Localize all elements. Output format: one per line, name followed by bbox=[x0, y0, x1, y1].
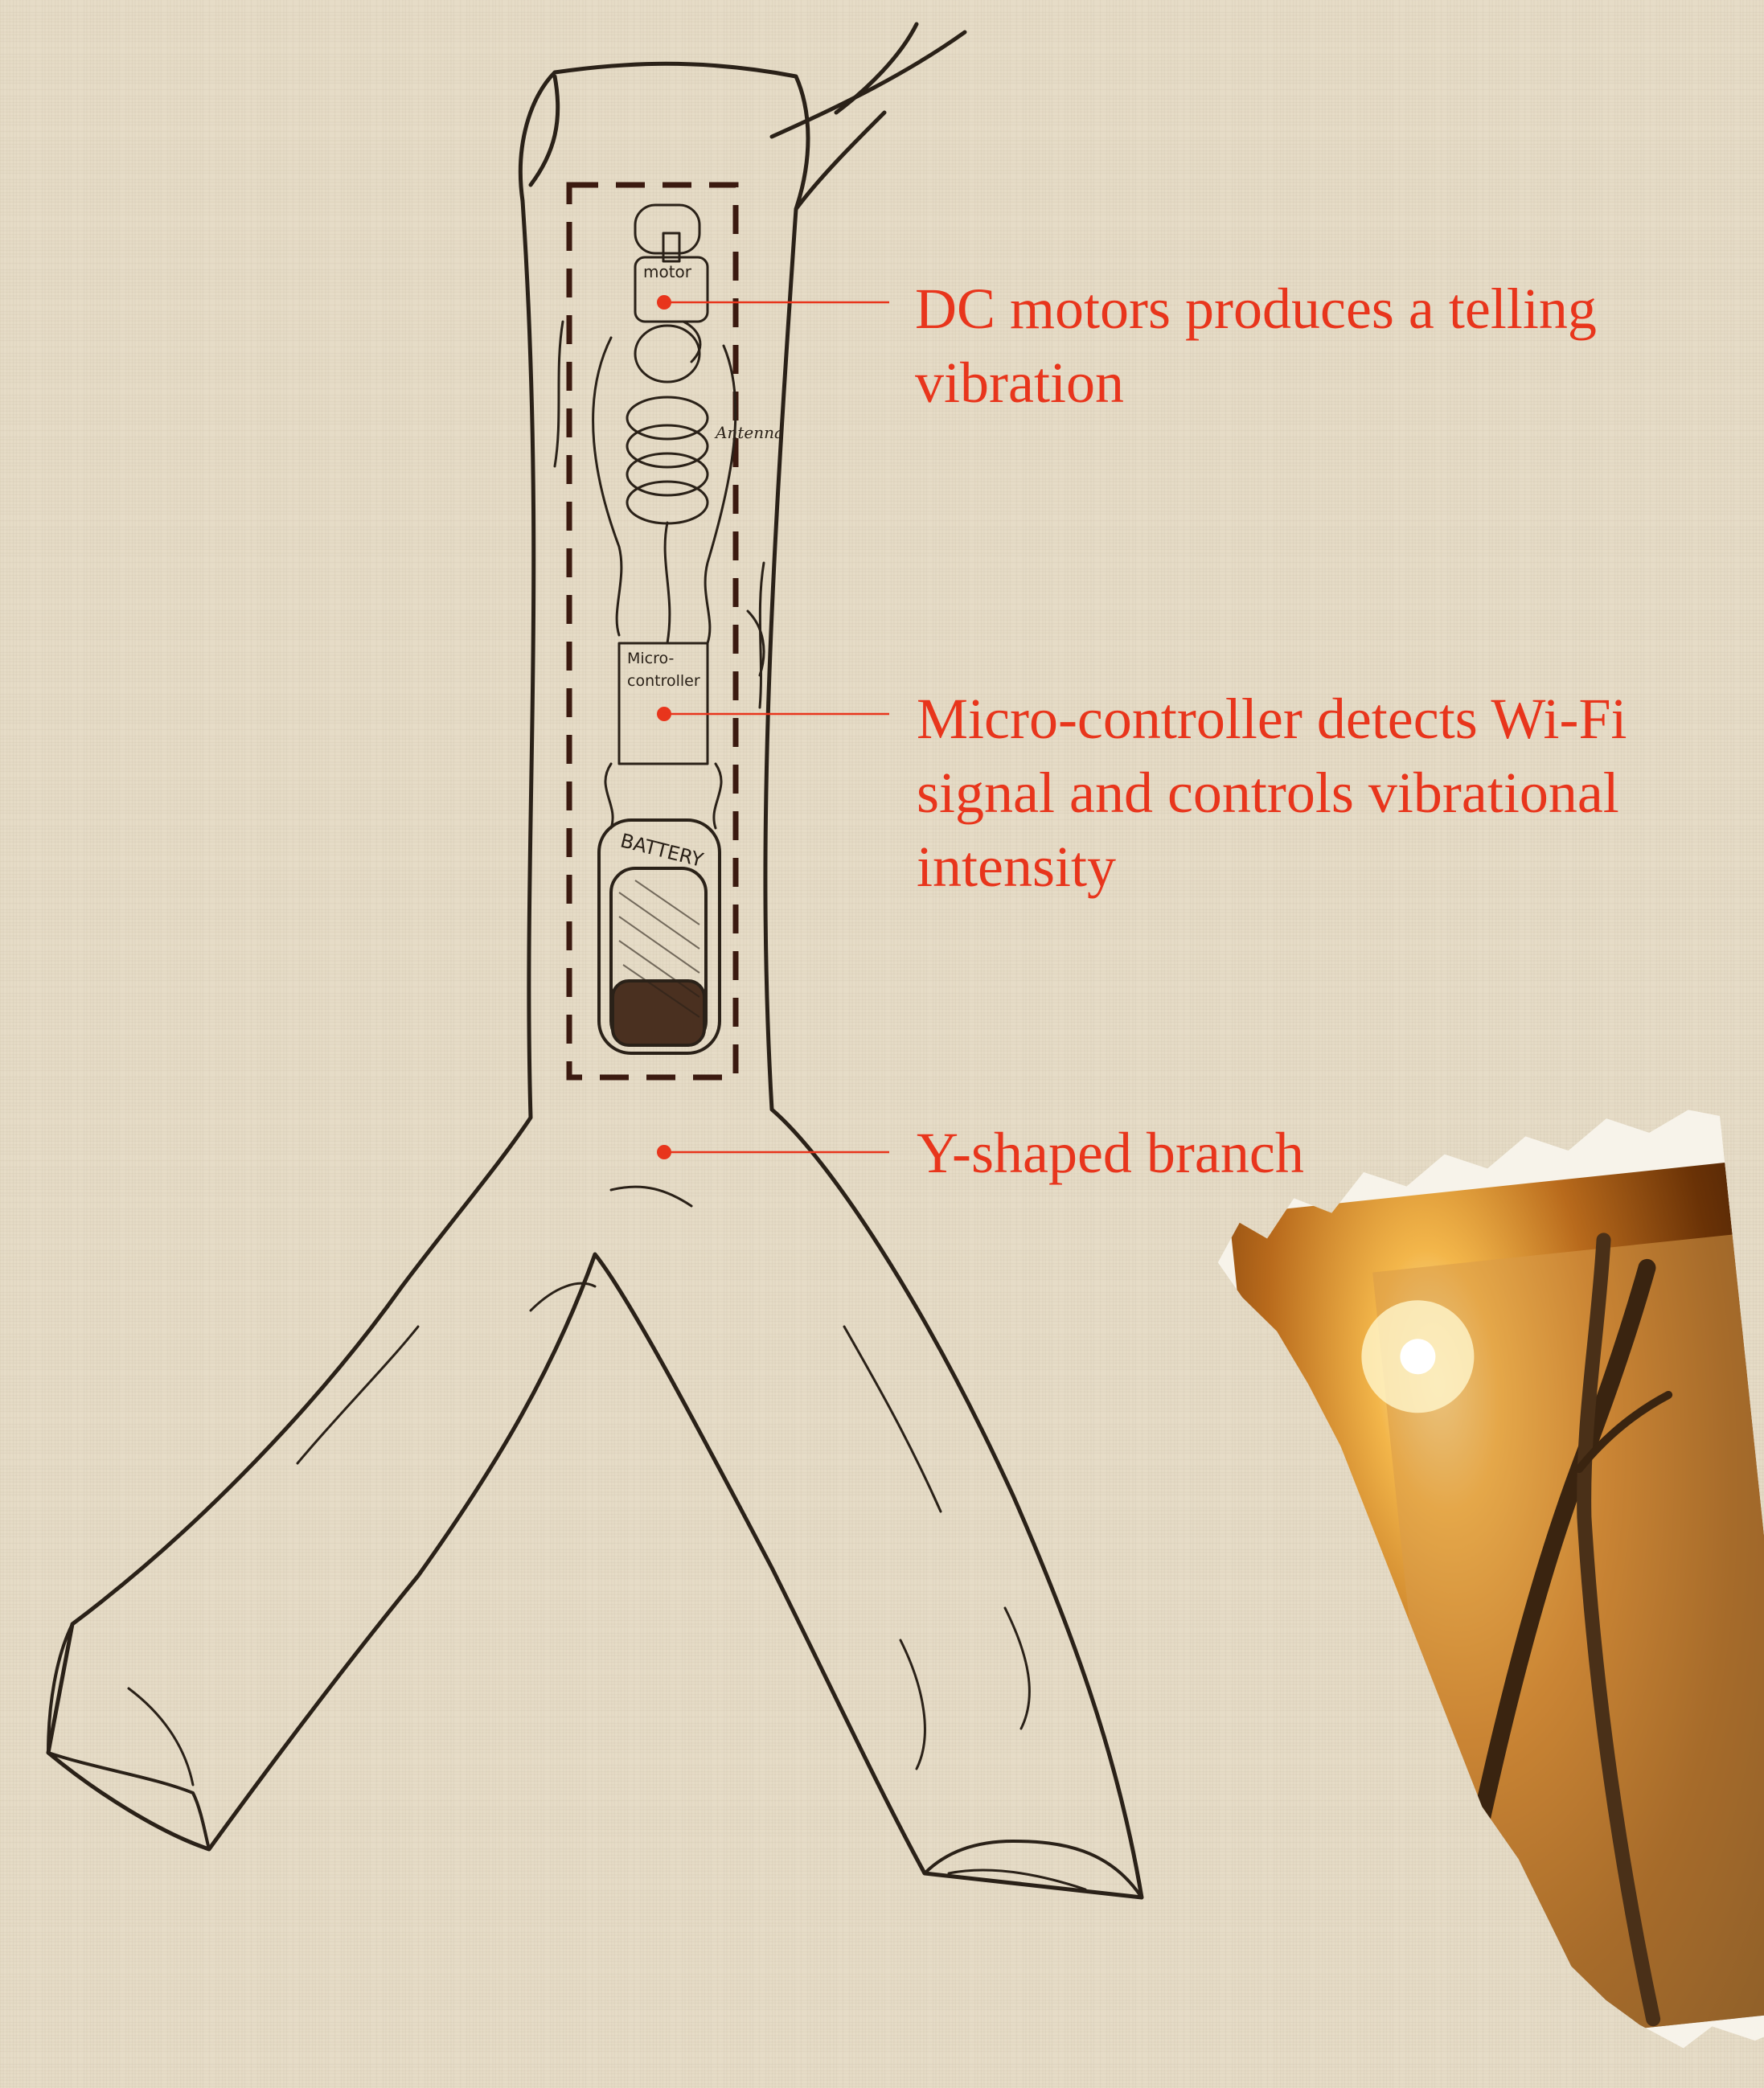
sketch-label-antenna: Antenna bbox=[714, 423, 784, 442]
callout-branch bbox=[657, 1145, 889, 1159]
controller-component bbox=[605, 643, 721, 828]
annotation-motor: DC motors produces a telling vibration bbox=[915, 272, 1764, 420]
annotation-controller: Micro-controller detects Wi-Fi signal an… bbox=[917, 682, 1764, 904]
sketch-label-controller: Micro- controller bbox=[627, 650, 700, 690]
sketch-label-battery: BATTERY bbox=[618, 829, 706, 872]
callout-controller bbox=[657, 707, 889, 721]
motor-component bbox=[635, 205, 708, 382]
sketch-label-motor: motor bbox=[643, 262, 692, 281]
antenna-coil bbox=[593, 338, 736, 643]
callout-motor bbox=[657, 295, 889, 310]
